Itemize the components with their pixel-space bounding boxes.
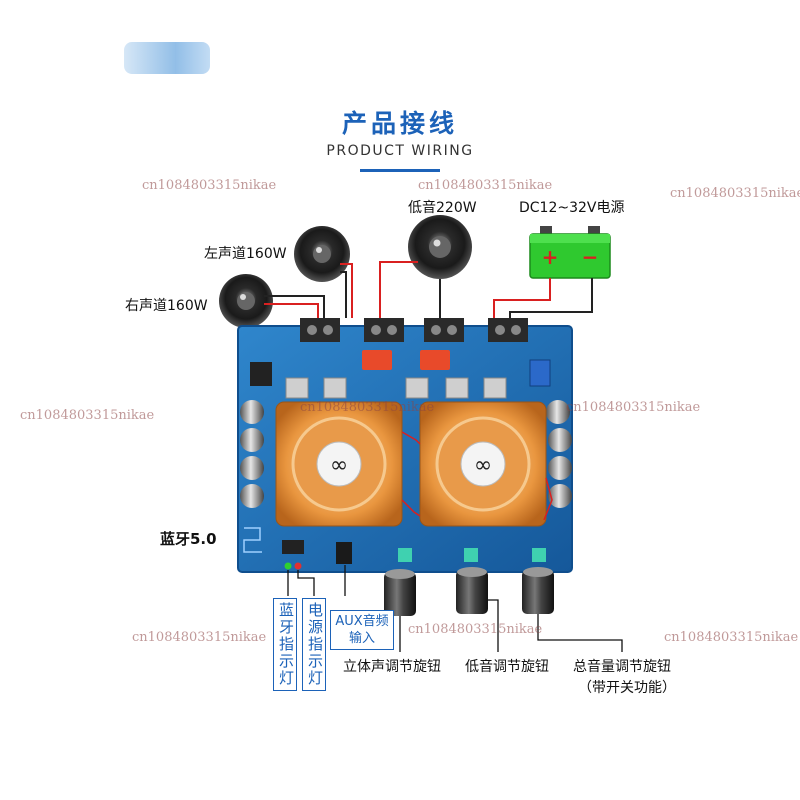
power-indicator-label: 电源指示灯 [302,598,326,691]
svg-text:∞: ∞ [474,453,492,478]
speaker-right [219,274,273,328]
bass-speaker-label: 低音220W [408,200,477,216]
bluetooth-indicator-label: 蓝牙指示灯 [273,598,297,691]
volume-knob-label: 总音量调节旋钮 [573,659,671,675]
watermark: cn1084803315nikae [132,630,267,645]
page-subtitle: PRODUCT WIRING [326,143,474,159]
speaker-left [294,226,350,282]
page-title: 产品接线 [341,109,458,138]
svg-text:∞: ∞ [330,453,348,478]
power-supply-battery [529,226,611,279]
bluetooth-label: 蓝牙5.0 [160,530,217,548]
volume-knob-note: （带开关功能） [578,680,676,696]
brand-logo [124,42,210,74]
right-channel-label: 右声道160W [125,298,208,314]
speaker-bass [408,215,472,279]
watermark: cn1084803315nikae [664,630,799,645]
speaker-wires [264,261,593,318]
watermark: cn1084803315nikae [418,178,553,193]
bass-knob-label: 低音调节旋钮 [465,659,549,675]
aux-input-label: AUX音频输入 [330,610,394,650]
battery-plus-sign: + [542,245,559,269]
watermark: cn1084803315nikae [300,400,435,415]
amplifier-board: ∞ ∞ [237,318,573,573]
stereo-knob-label: 立体声调节旋钮 [343,659,441,675]
watermark: cn1084803315nikae [670,186,800,201]
stereo-knob [384,569,416,616]
battery-minus-sign: − [582,245,599,269]
volume-knob [522,567,554,614]
left-channel-label: 左声道160W [204,246,287,262]
watermark: cn1084803315nikae [408,622,543,637]
watermark: cn1084803315nikae [20,408,155,423]
watermark: cn1084803315nikae [142,178,277,193]
title-underline [360,169,440,172]
watermark: cn1084803315nikae [566,400,701,415]
callout-lines [287,565,623,652]
power-supply-label: DC12~32V电源 [519,200,625,216]
bass-knob [456,567,488,614]
